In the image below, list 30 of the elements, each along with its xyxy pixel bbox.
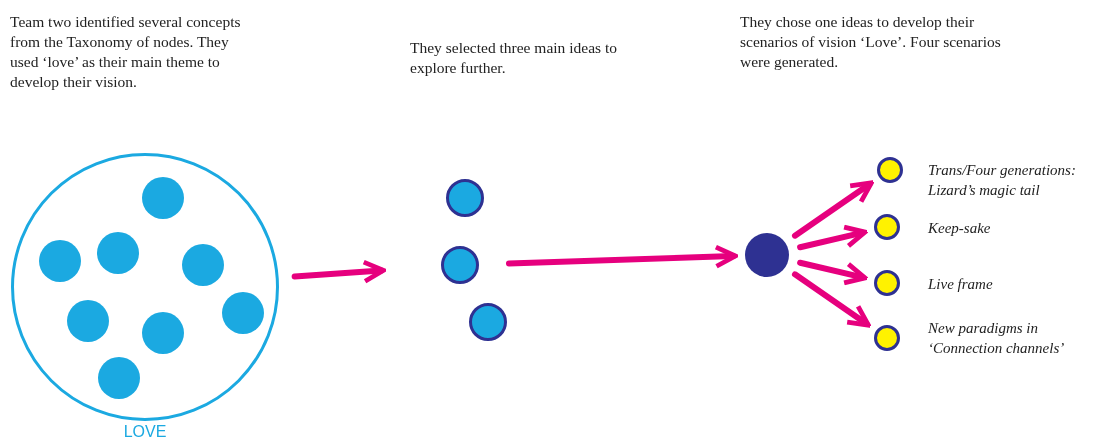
scenario-label: Trans/Four generations: Lizard’s magic tail (928, 161, 1077, 200)
dot (874, 214, 900, 240)
dot (98, 357, 140, 399)
dot (874, 270, 900, 296)
dot (222, 292, 264, 334)
dot (67, 300, 109, 342)
scenario-label: Live frame (928, 275, 994, 294)
description-text: They selected three main ideas to explore further. (410, 38, 618, 78)
description-text: They chose one ideas to develop their scenarios of vision ‘Love’. Four scenarios were generated. (740, 12, 1002, 72)
dot (441, 246, 479, 284)
dot (874, 325, 900, 351)
arrow (797, 259, 868, 286)
dot (142, 312, 184, 354)
circle-label: LOVE (122, 422, 168, 442)
dot (446, 179, 484, 217)
dot (877, 157, 903, 183)
dot (142, 177, 184, 219)
dot (469, 303, 507, 341)
dot (745, 233, 789, 277)
description-text: Team two identified several concepts from the Taxonomy of nodes. They used ‘love’ as their main theme to develop their vision. (10, 12, 242, 92)
dot (182, 244, 224, 286)
arrow (791, 271, 871, 328)
arrow (291, 259, 386, 284)
dot (39, 240, 81, 282)
scenario-label: Keep-sake (928, 219, 992, 238)
arrow (505, 244, 738, 269)
scenario-label: New paradigms in ‘Connection channels’ (928, 319, 1066, 358)
arrow (791, 180, 874, 239)
dot (97, 232, 139, 274)
arrow (797, 224, 868, 251)
